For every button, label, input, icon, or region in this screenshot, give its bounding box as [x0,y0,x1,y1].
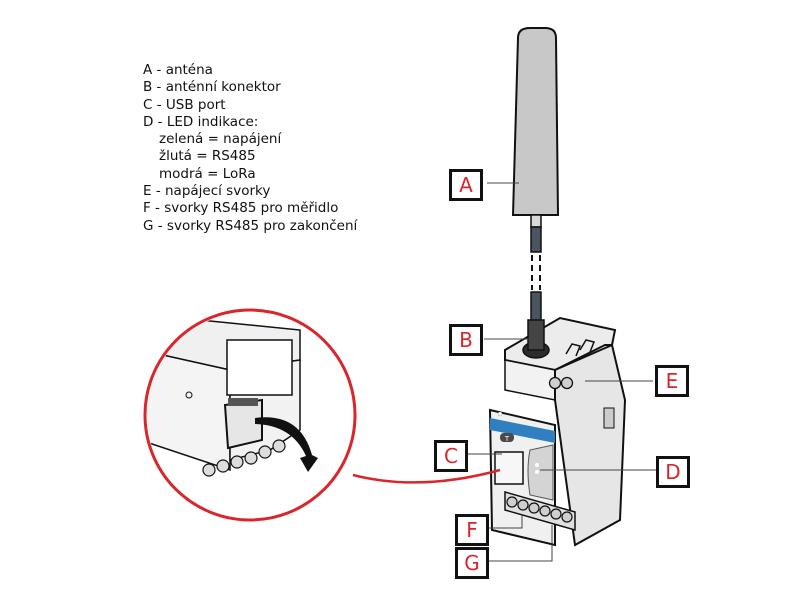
din-rail-module: T [488,316,627,547]
legend: A - anténa B - anténní konektor C - USB … [143,62,357,235]
legend-item-d-yellow: žlutá = RS485 [159,148,256,165]
legend-item-d-green: zelená = napájení [159,131,282,148]
legend-item-b: B - anténní konektor [143,79,281,96]
usb-port-cover [494,451,524,485]
led-rs [535,463,539,467]
legend-item-g: G - svorky RS485 pro zakončení [143,217,358,234]
led-lora [535,470,539,474]
open-arrow-icon [255,417,318,472]
leader-lines [468,182,656,562]
legend-item-d: D - LED indikace: [143,113,259,130]
callout-c: C [434,440,468,472]
magnifier-detail [143,308,501,522]
blue-stripe [490,418,555,443]
legend-item-f: F - svorky RS485 pro měřidlo [143,200,339,217]
callout-f: F [455,514,489,546]
antenna [511,27,560,323]
legend-item-e: E - napájecí svorky [143,183,271,200]
t-button-label: T [504,435,510,443]
callout-g: G [455,547,489,579]
callout-d: D [656,456,690,488]
callout-a: A [449,169,483,201]
callout-e: E [655,365,689,397]
bottom-terminals [506,496,573,523]
callout-b: B [449,324,483,356]
legend-item-d-blue: modrá = LoRa [159,165,256,182]
legend-item-a: A - anténa [143,62,213,78]
legend-item-c: C - USB port [143,96,226,113]
